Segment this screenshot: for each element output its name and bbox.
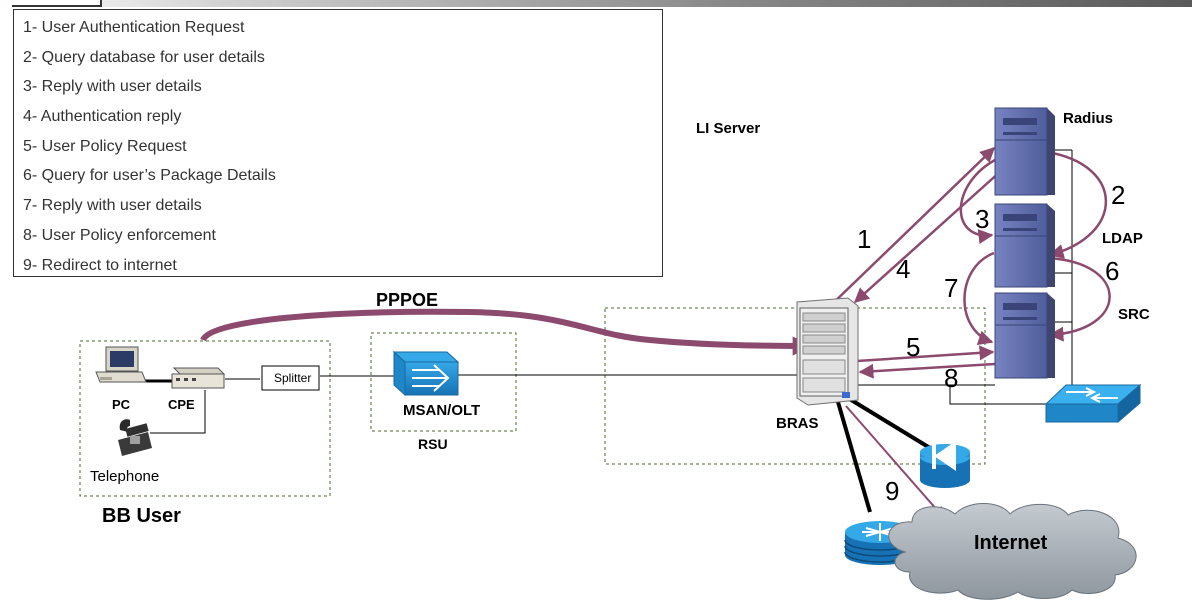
msan-label: MSAN/OLT — [403, 402, 480, 419]
legend-item-8: 8- User Policy enforcement — [23, 226, 216, 244]
telephone-icon — [118, 419, 152, 456]
bras-to-switch-line — [949, 385, 1048, 405]
step-7-arrow — [963, 251, 995, 345]
legend-item-6: 6- Query for user’s Package Details — [23, 167, 276, 185]
step-7-number: 7 — [944, 273, 958, 303]
step-5-number: 5 — [906, 332, 920, 362]
step-1-number: 1 — [857, 224, 871, 254]
step-1-arrow — [827, 146, 996, 309]
ldap-label: LDAP — [1102, 230, 1143, 247]
pppoe-tunnel-arrow — [200, 308, 812, 356]
legend-item-4: 4- Authentication reply — [23, 108, 182, 126]
step-4-arrow — [853, 169, 1003, 304]
network-switch-icon — [1044, 383, 1142, 424]
bras-chassis-icon — [796, 297, 859, 406]
bras-to-li-link — [846, 396, 932, 450]
internet-label: Internet — [974, 532, 1048, 554]
legend-item-1: 1- User Authentication Request — [23, 19, 245, 36]
legend-item-2: 2- Query database for user details — [23, 48, 265, 66]
top-bar-tab — [12, 0, 102, 7]
step-3-arrow — [959, 158, 996, 245]
top-decorative-bar — [0, 0, 1192, 7]
li-server-icon — [920, 441, 970, 488]
splitter-box — [261, 365, 320, 391]
step-9-number: 9 — [885, 476, 899, 506]
radius-server-icon — [994, 107, 1055, 196]
rsu-label: RSU — [418, 436, 448, 452]
pppoe-label: PPPOE — [376, 290, 438, 310]
bb-user-zone — [79, 340, 331, 497]
telephone-label: Telephone — [90, 468, 159, 485]
src-server-icon — [994, 292, 1055, 379]
step-2-arrow — [1046, 150, 1108, 259]
splitter-label: Splitter — [274, 371, 311, 385]
internet-cloud-icon — [888, 503, 1137, 600]
legend-item-9: 9- Redirect to internet — [23, 256, 177, 274]
legend-item-5: 5- User Policy Request — [23, 137, 187, 155]
bras-zone — [604, 307, 986, 465]
step-3-number: 3 — [975, 204, 989, 234]
step-8-arrow — [858, 362, 996, 379]
step-6-arrow — [1046, 256, 1111, 342]
cpe-label: CPE — [168, 397, 195, 412]
bras-label: BRAS — [776, 415, 819, 432]
pc-label: PC — [112, 397, 131, 412]
computer-icon — [95, 346, 147, 383]
rsu-zone — [370, 332, 517, 432]
step-6-number: 6 — [1105, 256, 1119, 286]
legend-item-7: 7- Reply with user details — [23, 197, 202, 215]
step-4-number: 4 — [896, 254, 910, 284]
step-9-arrow — [845, 405, 945, 519]
ldap-server-icon — [994, 203, 1055, 288]
step-5-arrow — [856, 345, 995, 363]
msan-olt-icon — [392, 350, 460, 397]
step-2-number: 2 — [1111, 180, 1125, 210]
bb-user-label: BB User — [102, 505, 181, 527]
step-8-number: 8 — [944, 363, 958, 393]
radius-label: Radius — [1063, 110, 1113, 127]
phone-line — [150, 390, 206, 434]
src-label: SRC — [1118, 306, 1150, 323]
step-legend: 1- User Authentication Request 2- Query … — [13, 9, 663, 277]
cpe-modem-icon — [171, 367, 226, 389]
legend-item-3: 3- Reply with user details — [23, 78, 202, 96]
bras-to-router-link — [836, 401, 872, 513]
li-server-label: LI Server — [696, 120, 760, 137]
